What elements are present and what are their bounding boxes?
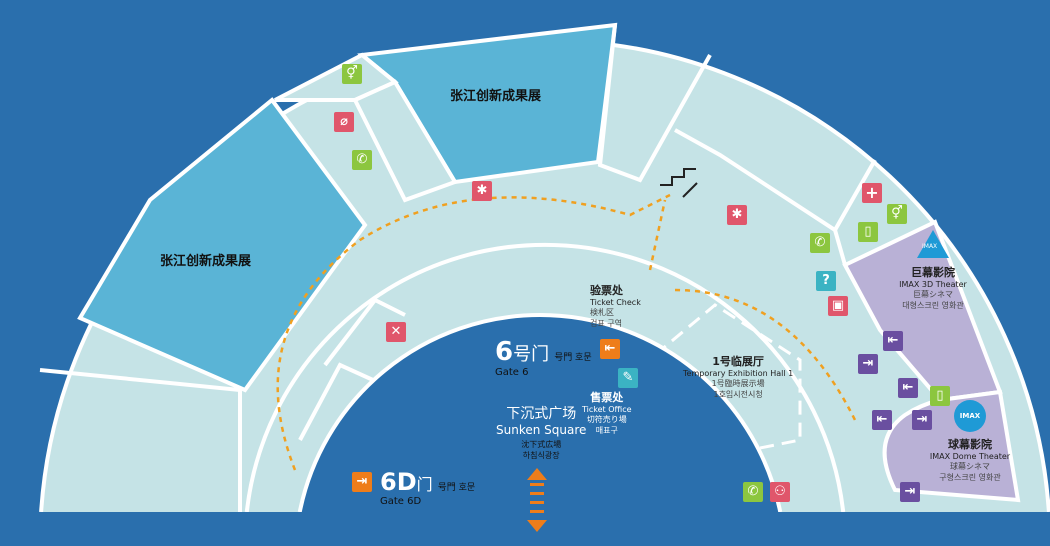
dome-ko: 구형스크린 영화관 (939, 473, 1001, 482)
gift-icon: ✱ (472, 181, 492, 201)
phone-icon: ✆ (810, 233, 830, 253)
imax-dome-logo: IMAX (954, 400, 986, 432)
gate-6-sub: 号門 호문 (554, 353, 592, 363)
imax-3d-logo: IMAX (917, 230, 949, 258)
exit-icon: ⇥ (912, 410, 932, 430)
exhibit-top-label: 张江创新成果展 (450, 89, 542, 104)
escalator-icon (660, 168, 698, 198)
gate-6d: 6D门 号門 호문 Gate 6D (380, 468, 475, 507)
ticket-check-ja: 検札区 (590, 308, 614, 317)
phone-icon: ✆ (743, 482, 763, 502)
temp-hall-ja: 1号臨時展示場 (711, 379, 765, 388)
temp-hall-ko: 1호임시전시청 (713, 390, 763, 399)
temp-hall-zh: 1号临展厅 (712, 355, 764, 368)
sunken-square (299, 315, 781, 512)
restaurant-icon: ✕ (386, 322, 406, 342)
exhibit-left-label: 张江创新成果展 (160, 254, 252, 269)
temp-hall-1: 1号临展厅 Temporary Exhibition Hall 1 1号臨時展示… (683, 353, 793, 400)
exit-icon: ⇤ (600, 339, 620, 359)
sunken-square-label: 下沉式广场 Sunken Square 沈下式広場 하침식광장 (496, 403, 586, 461)
sunken-zh: 下沉式广场 (506, 406, 577, 422)
sunken-ko: 하침식광장 (522, 451, 560, 460)
gift-icon: ✱ (727, 205, 747, 225)
first-aid-icon: + (862, 183, 882, 203)
luggage-icon: ▣ (828, 296, 848, 316)
ticket-check: 验票处 Ticket Check 検札区 검표 구역 (590, 282, 641, 329)
gate-6-number: 6 (495, 337, 514, 367)
ticket-check-ko: 검표 구역 (590, 319, 622, 328)
entrance-icon: ⇤ (883, 331, 903, 351)
gate-6d-number: 6D (380, 468, 417, 496)
gate-6d-zh: 门 (416, 475, 433, 494)
ticket-office-zh: 售票处 (590, 391, 624, 404)
gate-6d-en: Gate 6D (380, 496, 422, 507)
ticket-icon: ✎ (618, 368, 638, 388)
sunken-ja: 沈下式広場 (521, 440, 562, 449)
restroom-icon: ⚥ (342, 64, 362, 84)
entrance-icon: ⇤ (872, 410, 892, 430)
imax-dome-theater: IMAX 球幕影院 IMAX Dome Theater 球幕シネマ 구형스크린 … (920, 400, 1020, 483)
sunken-en: Sunken Square (496, 423, 587, 437)
ticket-office-en: Ticket Office (582, 405, 632, 414)
imax-3d-zh: 巨幕影院 (911, 266, 955, 279)
exhibit-left-area (77, 97, 368, 393)
imax-3d-logo-text: IMAX (922, 243, 938, 250)
ticket-office-ja: 切符売り場 (586, 415, 627, 424)
imax-3d-ja: 巨幕シネマ (913, 290, 953, 299)
imax-3d-ko: 대형스크린 영화관 (902, 301, 964, 310)
dome-en: IMAX Dome Theater (929, 452, 1011, 461)
family-icon: ⚇ (770, 482, 790, 502)
dome-zh: 球幕影院 (948, 438, 992, 451)
temp-hall-en: Temporary Exhibition Hall 1 (683, 369, 794, 378)
ticket-check-en: Ticket Check (590, 298, 641, 307)
gate-6-zh: 号门 (513, 344, 550, 365)
feeding-bottle-icon: ⌀ (334, 112, 354, 132)
info-icon: ? (816, 271, 836, 291)
elevator-icon: ▯ (858, 222, 878, 242)
imax-3d-theater: IMAX 巨幕影院 IMAX 3D Theater 巨幕シネマ 대형스크린 영화… (883, 230, 983, 311)
imax-3d-en: IMAX 3D Theater (899, 280, 967, 289)
ticket-office: 售票处 Ticket Office 切符売り場 매표구 (582, 389, 632, 436)
gate-6-en: Gate 6 (495, 367, 529, 378)
route-arrow (276, 193, 671, 471)
exit-icon: ⇥ (352, 472, 372, 492)
restroom-icon: ⚥ (887, 204, 907, 224)
gate-6d-sub: 号門 호문 (437, 483, 476, 493)
gate-6: 6号门 号門 호문 Gate 6 (495, 337, 592, 378)
exit-icon: ⇥ (858, 354, 878, 374)
phone-icon: ✆ (352, 150, 372, 170)
ticket-office-ko: 매표구 (595, 426, 618, 435)
entrance-icon: ⇤ (898, 378, 918, 398)
dome-ja: 球幕シネマ (950, 462, 990, 471)
exit-icon: ⇥ (900, 482, 920, 502)
elevator-icon: ▯ (930, 386, 950, 406)
up-down-arrow-icon (527, 468, 547, 532)
ticket-check-zh: 验票处 (590, 284, 623, 297)
